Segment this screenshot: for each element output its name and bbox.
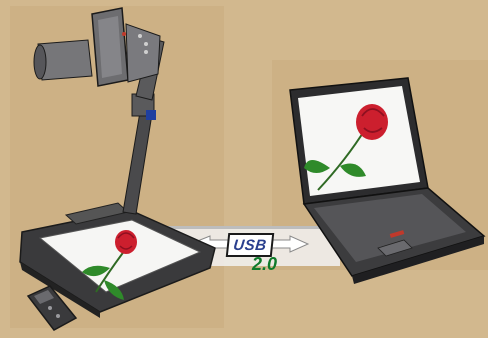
remote-control-icon [26, 285, 78, 331]
usb-label: USB [232, 236, 268, 254]
rose-icon [304, 104, 388, 191]
usb-version-label: 2.0 [252, 254, 278, 274]
rose-icon [82, 230, 137, 300]
